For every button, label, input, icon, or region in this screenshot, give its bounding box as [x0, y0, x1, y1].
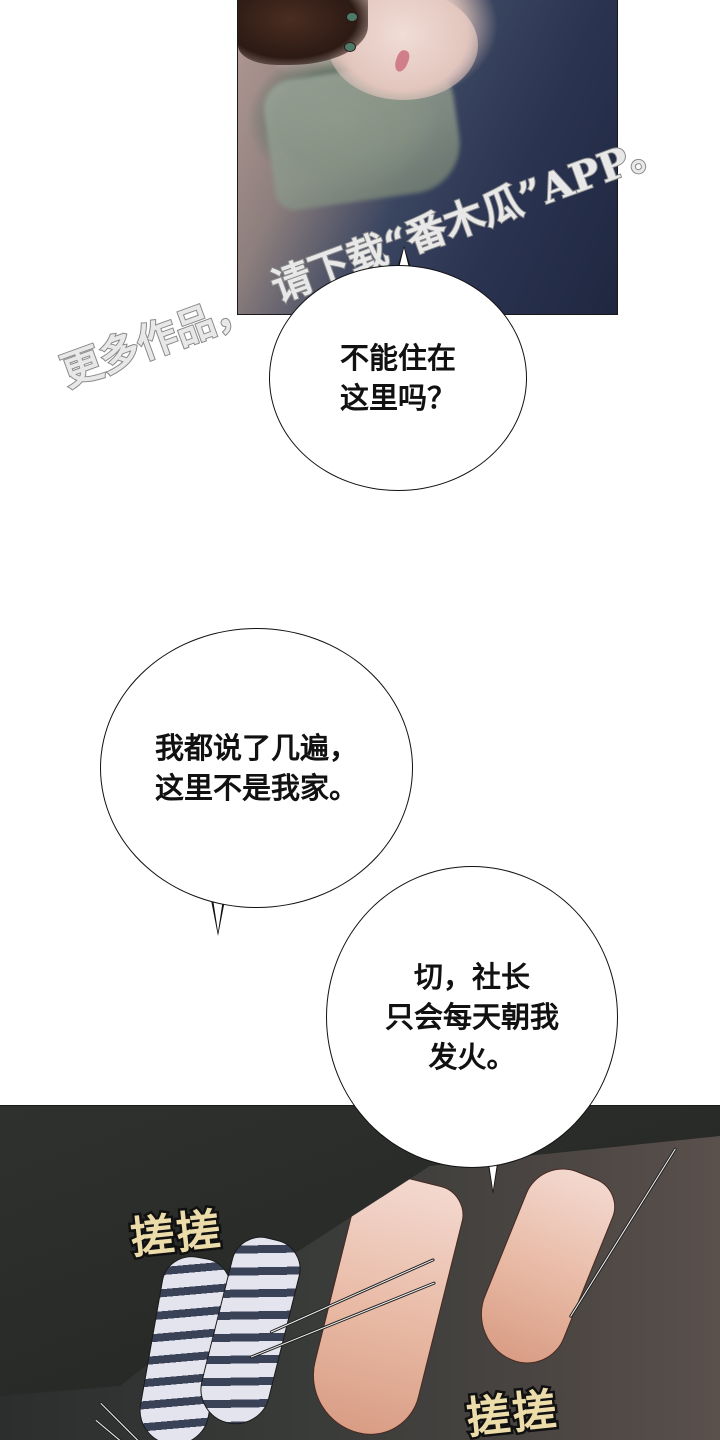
sound-effect-rub: 搓搓: [126, 1202, 228, 1267]
speech-bubble-text: 不能住在 这里吗？: [339, 341, 456, 415]
speech-bubble-text: 切，社长 只会每天朝我 发火。: [384, 960, 559, 1074]
speech-bubble-tail: [211, 899, 225, 936]
eye-illustration: [344, 42, 356, 52]
speech-bubble-tail: [397, 246, 411, 268]
speech-bubble-3: 切，社长 只会每天朝我 发火。: [326, 866, 618, 1168]
speech-bubble-text: 我都说了几遍， 这里不是我家。: [154, 731, 358, 805]
speech-bubble-1: 不能住在 这里吗？: [269, 265, 527, 491]
speech-bubble-2: 我都说了几遍， 这里不是我家。: [100, 628, 413, 908]
sound-effect-rub: 搓搓: [462, 1382, 564, 1440]
watermark-line-1: 更多作品，: [54, 283, 260, 398]
panel-bottom-feet-rubbing: [0, 1105, 720, 1440]
eye-illustration: [346, 12, 358, 22]
panel-top-sleeping-man: [237, 0, 618, 315]
